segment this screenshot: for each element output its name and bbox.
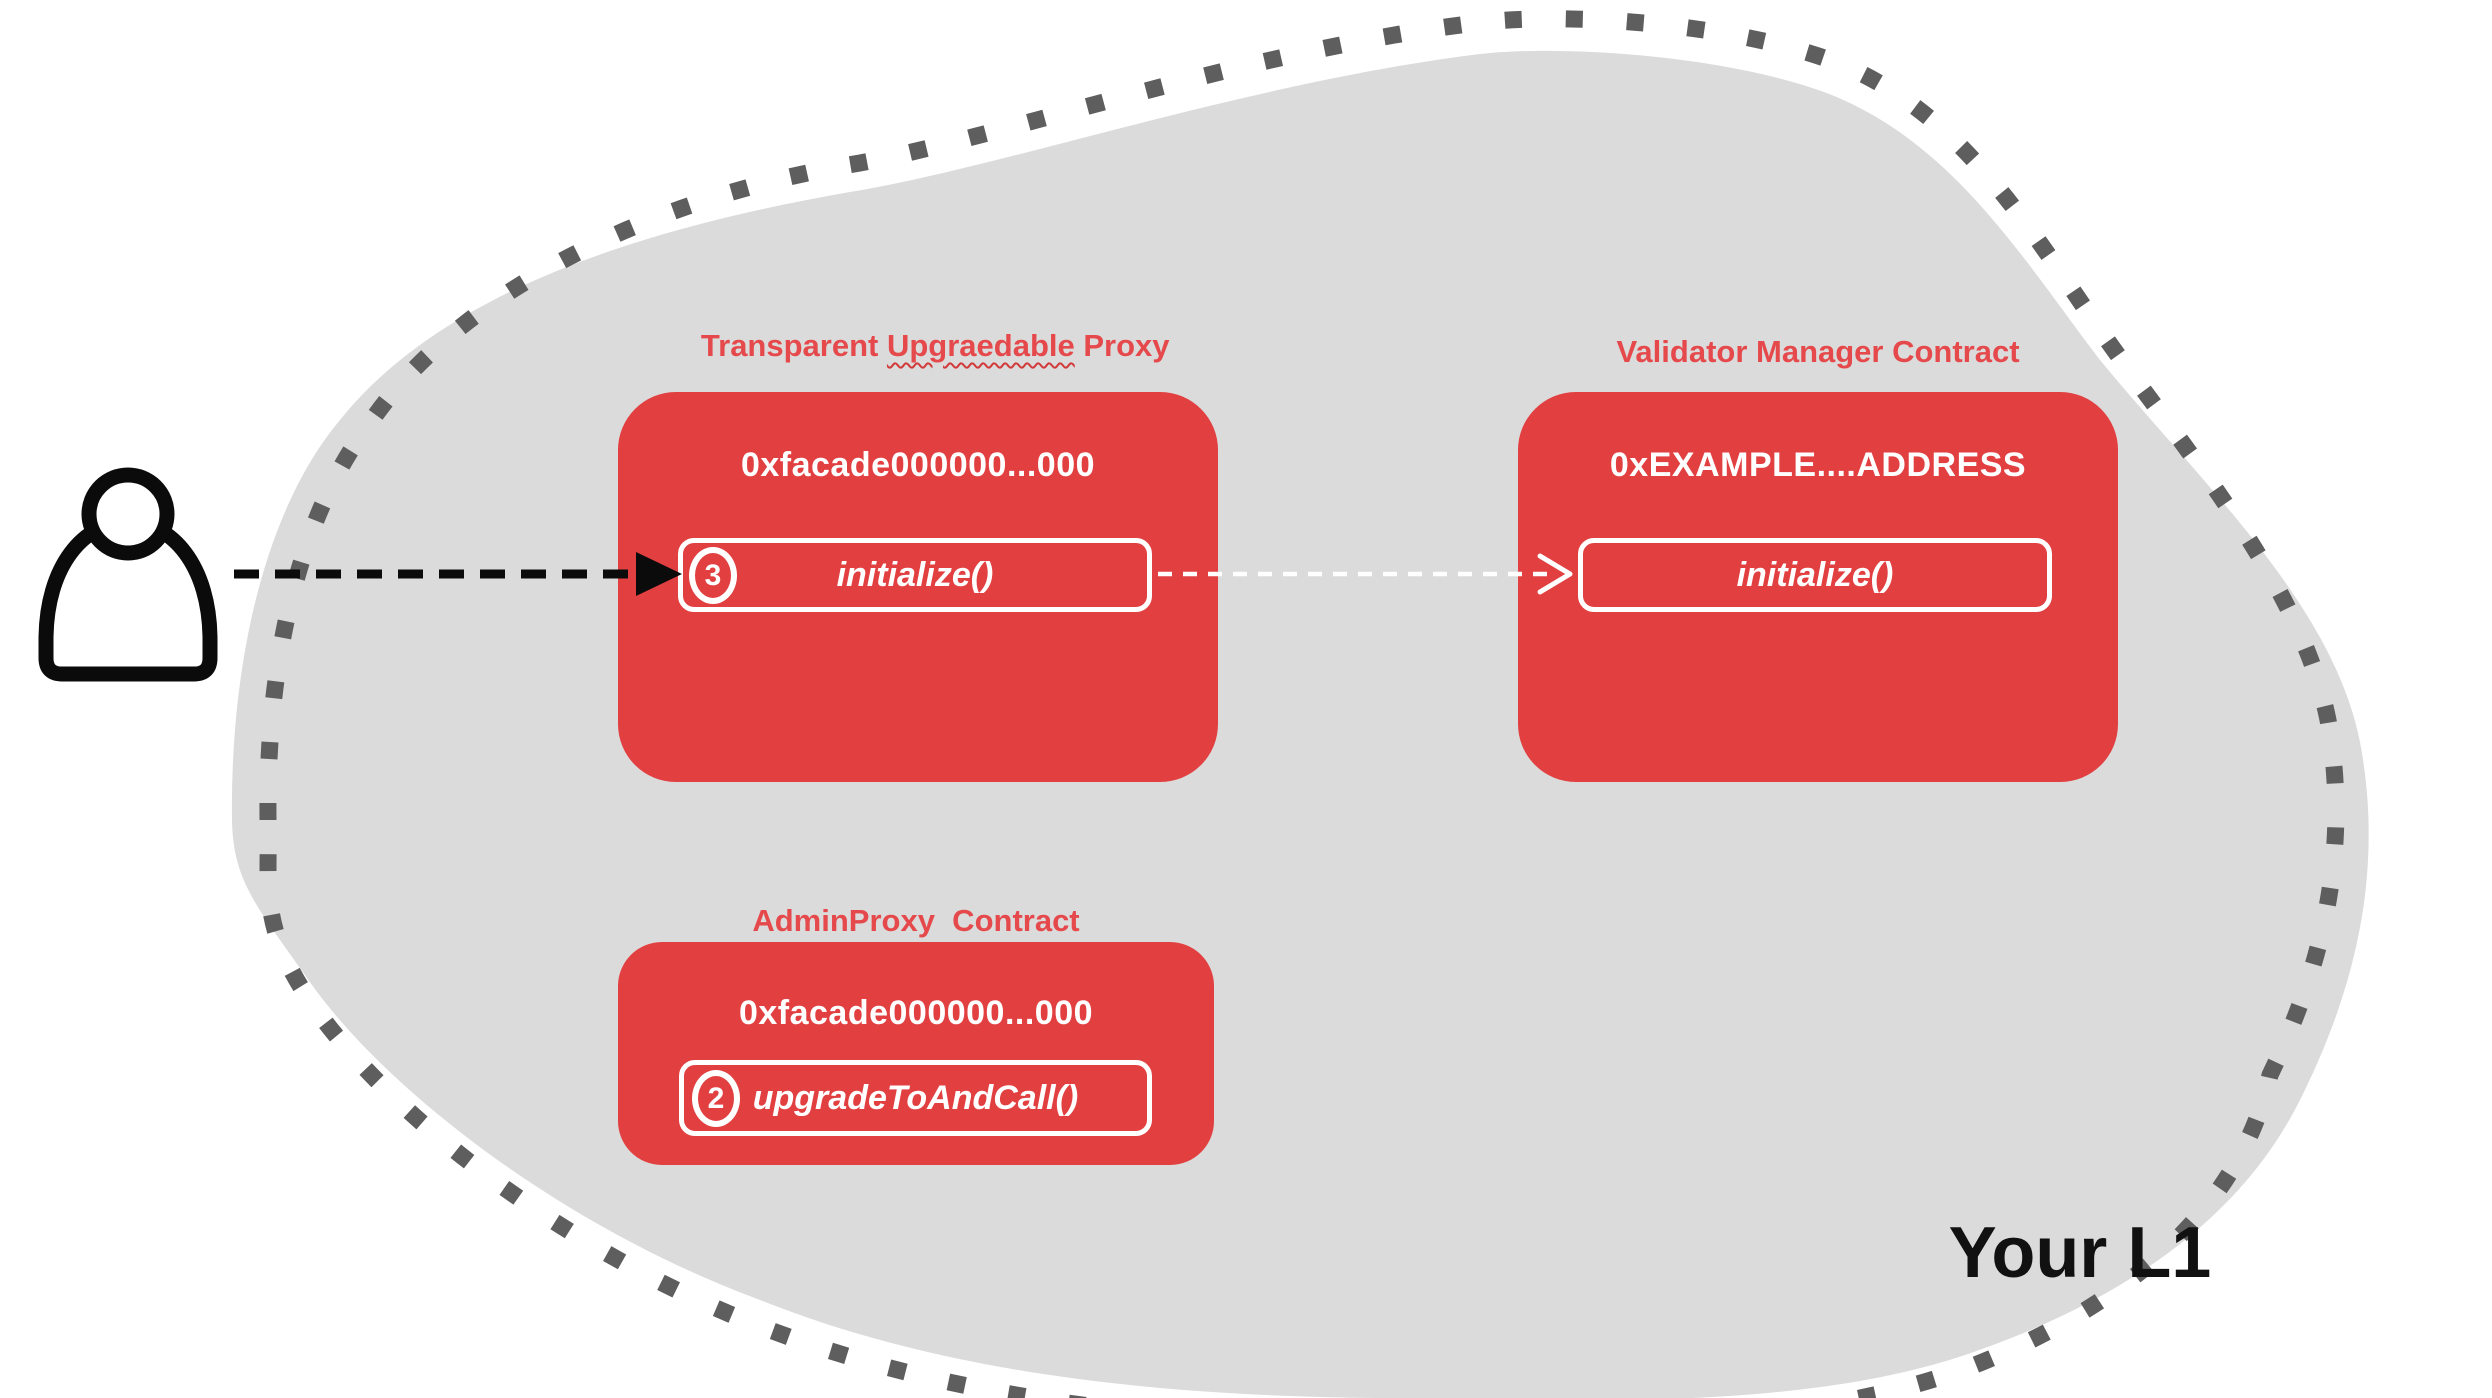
user-call-arrow	[234, 552, 682, 596]
validator-contract-title: Validator Manager Contract	[1616, 334, 2020, 369]
upgrade-to-and-call-label: upgradeToAndCall()	[752, 1078, 1079, 1117]
proxy-title-misspelled-word: Upgraedable	[886, 328, 1075, 363]
proxy-title-text: Transparent	[700, 328, 887, 363]
validator-contract-box	[1518, 392, 2118, 782]
proxy-initialize-button: initialize()	[678, 538, 1152, 612]
step-2-number: 2	[707, 1081, 725, 1115]
proxy-initialize-label: initialize()	[836, 555, 994, 594]
validator-initialize-label: initialize()	[1736, 555, 1894, 594]
validator-initialize-button: initialize()	[1578, 538, 2052, 612]
user-icon	[38, 467, 218, 682]
admin-proxy-contract-box	[618, 942, 1214, 1165]
step-3-badge: 3	[689, 547, 737, 604]
validator-contract-address: 0xEXAMPLE....ADDRESS	[1609, 446, 2027, 484]
step-2-badge: 2	[692, 1070, 740, 1127]
proxy-contract-address: 0xfacade000000...000	[740, 446, 1096, 484]
proxy-title-text-after: Proxy	[1074, 328, 1170, 363]
admin-proxy-contract-title: AdminProxy Contract	[752, 903, 1080, 938]
region-label-your-l1: Your L1	[1948, 1213, 2212, 1293]
step-3-number: 3	[704, 558, 722, 592]
upgrade-to-and-call-button: upgradeToAndCall()	[679, 1060, 1152, 1136]
proxy-to-validator-arrow	[1158, 553, 1573, 595]
admin-proxy-contract-address: 0xfacade000000...000	[738, 994, 1094, 1032]
